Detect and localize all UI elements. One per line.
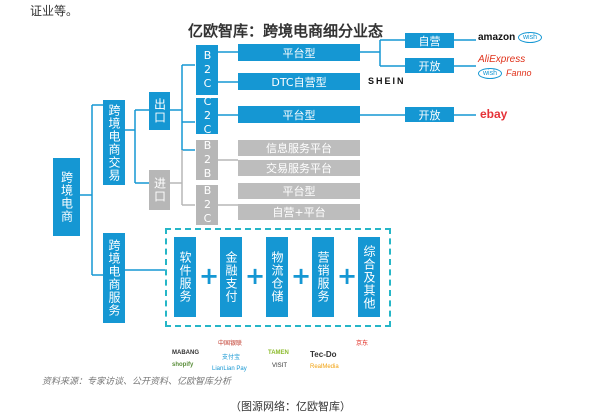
lianlianpay-logo: LianLian Pay	[212, 366, 247, 372]
wish-logo-2: wish	[478, 68, 503, 79]
unionpay-logo: 中国银联	[218, 341, 243, 347]
wish-logo-1: wish	[518, 32, 543, 43]
source-note: 资料来源：专家访谈、公开资料、亿欧智库分析	[42, 377, 232, 387]
node-trade: 跨境电商交易	[103, 100, 125, 185]
node-b2c-export: B2C	[196, 45, 218, 95]
fanno-logo: Fanno	[506, 68, 532, 78]
tecdo-logo: Tec-Do	[310, 350, 337, 359]
node-import: 进口	[149, 170, 170, 210]
ebay-logo: ebay	[480, 107, 508, 121]
service-finance: 金融支付	[220, 237, 242, 317]
node-c2c: C2C	[196, 95, 218, 137]
box-trade-platform: 交易服务平台	[238, 160, 360, 176]
services-frame	[165, 228, 391, 327]
box-platform-c2c: 平台型	[238, 106, 360, 123]
aliexpress-logo: AliExpress	[478, 54, 526, 65]
image-caption: （图源网络：亿欧智库）	[230, 400, 351, 413]
box-platform-b2c: 平台型	[238, 44, 360, 61]
box-dtc-self: DTC自营型	[238, 73, 360, 90]
node-cross-border-ecommerce: 跨境电商	[53, 158, 80, 236]
box-info-platform: 信息服务平台	[238, 140, 360, 156]
realmedia-logo: RealMedia	[310, 364, 339, 370]
box-platform-import: 平台型	[238, 183, 360, 199]
mabang-logo: MABANG	[172, 350, 199, 356]
service-marketing: 营销服务	[312, 237, 334, 317]
shein-logo: SHEIN	[368, 76, 406, 86]
node-b2b: B2B	[196, 139, 218, 181]
shopify-logo: shopify	[172, 362, 194, 368]
node-export: 出口	[149, 92, 170, 130]
service-software: 软件服务	[174, 237, 196, 317]
amazon-logo: amazon	[478, 32, 516, 43]
plus-icon: +	[199, 262, 220, 290]
jd-logo: 京东	[356, 341, 369, 347]
box-open-1: 开放	[405, 58, 454, 73]
plus-icon: +	[337, 262, 358, 290]
service-other: 综合及其他	[358, 237, 380, 317]
top-fragment-text: 证业等。	[30, 4, 79, 18]
node-service: 跨境电商服务	[103, 233, 125, 323]
visit-logo: VISIT	[272, 363, 288, 369]
node-b2c-import: B2C	[196, 184, 218, 226]
alipay-logo: 支付宝	[222, 355, 241, 361]
diagram-title: 亿欧智库：跨境电商细分业态	[188, 22, 384, 40]
box-open-2: 开放	[405, 107, 454, 122]
service-logistics: 物流仓储	[266, 237, 288, 317]
tamen-logo: TAMEN	[268, 350, 289, 356]
plus-icon: +	[291, 262, 312, 290]
box-self-plus-platform: 自营+平台	[238, 204, 360, 220]
plus-icon: +	[245, 262, 266, 290]
box-self-run: 自营	[405, 33, 454, 48]
